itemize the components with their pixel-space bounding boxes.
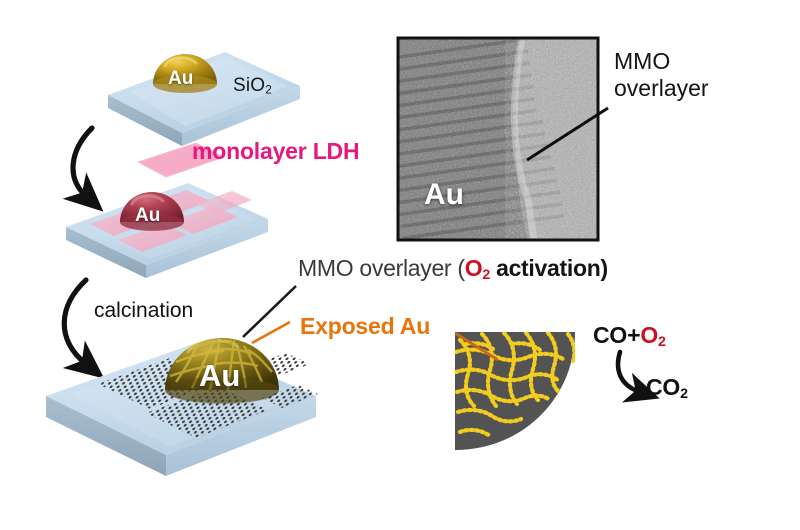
step2-au-particle bbox=[120, 192, 184, 231]
mmo-overlayer-prefix: MMO overlayer ( bbox=[298, 255, 465, 281]
exposed-au-label: Exposed Au bbox=[300, 313, 431, 339]
step3-au-particle bbox=[165, 338, 279, 404]
step3-au-label: Au bbox=[199, 358, 241, 393]
ldh-monolayer-sheet bbox=[136, 142, 226, 178]
tem-au-label: Au bbox=[424, 178, 464, 211]
reactant-co: CO+ bbox=[593, 322, 641, 348]
o2-species-label: O2 bbox=[464, 255, 491, 284]
mmo-overlayer-activation-label: MMO overlayer (O2 activation) bbox=[298, 255, 608, 284]
reactant-o2: O2 bbox=[640, 322, 666, 351]
calcination-label: calcination bbox=[94, 299, 194, 322]
activation-suffix: activation) bbox=[489, 255, 608, 281]
monolayer-ldh-label: monolayer LDH bbox=[192, 138, 360, 164]
reaction-arrow bbox=[615, 349, 660, 403]
sio2-substrate-label: SiO2 bbox=[233, 75, 273, 97]
arrow-step1-to-step2 bbox=[62, 125, 104, 212]
product-label: CO2 bbox=[646, 374, 688, 403]
step1-substrate bbox=[108, 52, 300, 146]
tem-image bbox=[396, 36, 609, 242]
step2-au-label: Au bbox=[135, 205, 161, 226]
tem-mmo-line1: MMO bbox=[614, 48, 671, 74]
au-lattice-fringes bbox=[398, 38, 564, 240]
tem-mmo-overlayer-label: MMO overlayer bbox=[614, 48, 709, 102]
reactants-label: CO+O2 bbox=[593, 322, 666, 351]
mesh-network bbox=[455, 332, 575, 439]
arrow-calcination bbox=[61, 277, 105, 379]
tem-mmo-line2: overlayer bbox=[614, 75, 709, 102]
step1-au-label: Au bbox=[168, 68, 194, 89]
step1-au-particle bbox=[153, 54, 217, 93]
mmo-mesh-inset bbox=[455, 332, 575, 450]
leader-lines bbox=[242, 285, 297, 345]
